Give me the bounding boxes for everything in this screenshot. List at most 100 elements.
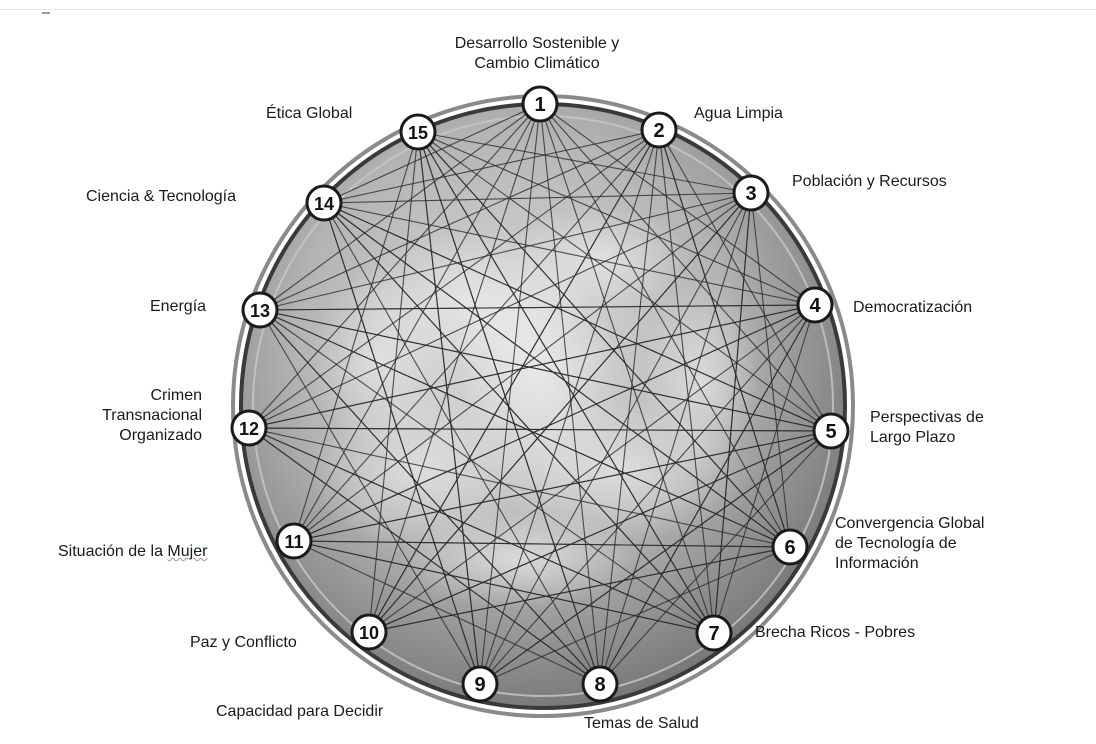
topic-node-number: 5 [825,421,836,443]
topic-node-4: 4 [796,286,834,324]
connection-line [259,309,601,685]
topic-node-number: 9 [474,674,485,696]
connection-line [479,304,816,685]
topic-node-circle [230,409,268,447]
connection-line [539,103,816,306]
spellcheck-word: Mujer [167,543,208,560]
topic-node-circle [305,184,343,222]
connection-line [599,430,832,685]
connection-line [293,304,816,542]
cloud-shape [460,270,620,490]
topic-node-13: 13 [241,291,279,329]
topic-node-15: 15 [399,113,437,151]
topic-node-circle [812,412,850,450]
connection-line [259,129,660,311]
topic-node-number: 14 [314,194,334,214]
topic-node-1: 1 [521,85,559,123]
label-energia: Energía [150,298,207,315]
connection-line [658,129,715,634]
connection-line [259,309,481,685]
connection-line [293,540,715,634]
topic-node-circle [275,522,313,560]
label-temas-salud: Temas de Salud [584,715,699,732]
connection-line [293,129,660,542]
topic-node-6: 6 [771,528,809,566]
top-dash [42,12,50,14]
label-agua-limpia: Agua Limpia [694,105,783,122]
connection-line [368,129,660,633]
topic-node-number: 4 [809,295,821,317]
topic-node-circle [461,665,499,703]
topic-node-number: 10 [359,623,379,643]
topic-node-circle [399,113,437,151]
connection-line [713,304,816,634]
connection-line [259,309,715,634]
connection-line [293,430,832,542]
connection-line [539,103,715,634]
topic-node-10: 10 [350,613,388,651]
topic-node-circle [350,613,388,651]
connection-lines [248,103,832,685]
topic-node-number: 11 [284,532,303,552]
label-paz-conflicto: Paz y Conflicto [190,634,297,651]
topic-node-number: 8 [594,674,605,696]
topic-node-7: 7 [695,614,733,652]
topic-node-3: 3 [732,174,770,212]
connection-line [368,131,419,633]
topic-node-2: 2 [640,111,678,149]
connection-line [259,304,816,311]
connection-line [248,129,660,429]
topic-node-circle [732,174,770,212]
connection-line [599,304,816,685]
connection-line [259,103,541,311]
label-poblacion-recursos: Población y Recursos [792,173,947,190]
topic-node-number: 15 [408,123,428,143]
topic-node-circle [796,286,834,324]
connection-line [417,131,816,306]
label-capacidad-decidir: Capacidad para Decidir [216,703,384,720]
topic-node-circle [771,528,809,566]
topic-node-number: 3 [745,183,756,205]
label-etica-global: Ética Global [266,105,353,122]
connection-line [248,427,715,634]
connection-line [293,131,419,542]
label-ciencia-tecnologia: Ciencia & Tecnología [86,188,237,205]
connection-line [248,427,791,548]
topic-node-12: 12 [230,409,268,447]
connection-line [248,427,832,432]
connection-line [323,202,481,685]
connection-line [293,540,601,685]
connection-line [368,304,816,633]
topic-node-circle [640,111,678,149]
connection-line [713,192,752,634]
topic-node-number: 12 [239,419,259,439]
topic-node-circle [695,614,733,652]
topic-node-9: 9 [461,665,499,703]
connection-line [323,202,715,634]
topic-node-circle [581,665,619,703]
topic-node-14: 14 [305,184,343,222]
connection-line [259,309,791,548]
connection-line [323,202,791,548]
connection-line [323,202,832,432]
connection-line [417,131,481,685]
connection-line [368,430,832,633]
connection-line [599,192,752,685]
connection-line [417,131,601,685]
connection-line [479,103,541,685]
connection-line [259,192,752,311]
connection-line [417,131,752,194]
connection-line [323,129,660,204]
label-situacion-mujer: Situación de la Mujer [58,543,208,560]
topic-node-number: 13 [250,301,270,321]
topic-node-11: 11 [275,522,313,560]
topic-node-number: 6 [784,537,795,559]
connection-line [417,131,715,634]
topic-node-circle [241,291,279,329]
connection-line [323,103,541,204]
connection-line [368,192,752,633]
connection-line [248,427,601,685]
